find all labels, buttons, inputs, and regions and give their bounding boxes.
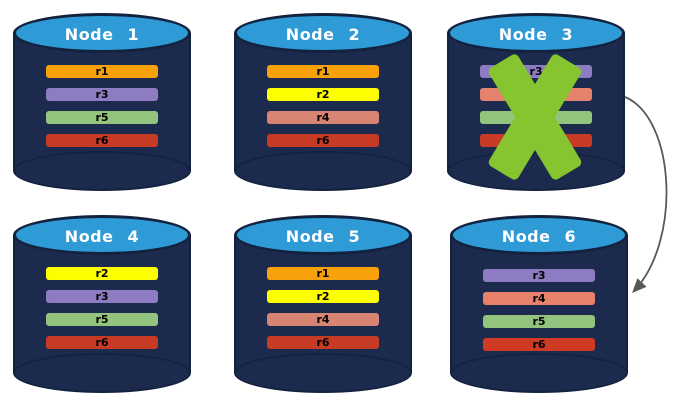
replica-bar: r3: [46, 290, 158, 303]
cylinder-top-face: Node 2: [234, 13, 412, 53]
replica-bar: r5: [483, 315, 595, 328]
replica-label: r4: [316, 313, 330, 326]
replica-bar: r2: [267, 290, 379, 303]
replica-label: r2: [316, 88, 330, 101]
replica-bar: r3: [46, 88, 158, 101]
cylinder-top-face: Node 5: [234, 215, 412, 255]
replica-bar: r6: [46, 134, 158, 147]
node-4: Node 4 r2 r3 r5 r6: [13, 215, 191, 393]
failover-arrow-path: [624, 96, 668, 293]
node-label: Node 5: [285, 226, 361, 246]
replica-bar: r6: [46, 336, 158, 349]
replica-label: r1: [316, 267, 330, 280]
replica-bar: r1: [267, 267, 379, 280]
replica-label: r5: [532, 315, 546, 328]
replica-label: r3: [95, 88, 109, 101]
replica-label: r6: [95, 134, 109, 147]
node-6: Node 6 r3 r4 r5 r6: [450, 215, 628, 393]
cylinder-bottom-face: [447, 151, 625, 191]
replica-label: r1: [95, 65, 109, 78]
node-label: Node 6: [501, 226, 577, 246]
replica-bar: r2: [46, 267, 158, 280]
replica-label: r6: [532, 338, 546, 351]
replica-bar: r6: [267, 134, 379, 147]
cylinder-body: [234, 235, 412, 373]
cylinder-body: [234, 33, 412, 171]
replica-bar: r6: [483, 338, 595, 351]
replica-bar: r4: [267, 111, 379, 124]
replica-label: r6: [316, 134, 330, 147]
replica-bar: r6: [267, 336, 379, 349]
node-1: Node 1 r1 r3 r5 r6: [13, 13, 191, 191]
node-label: Node 2: [285, 24, 361, 44]
replica-bar: r3: [483, 269, 595, 282]
cylinder-bottom-face: [234, 151, 412, 191]
cylinder-bottom-face: [450, 353, 628, 393]
replica-label: r4: [316, 111, 330, 124]
replica-bar: r2: [267, 88, 379, 101]
cylinder-top-face: Node 6: [450, 215, 628, 255]
replica-bar: r4: [267, 313, 379, 326]
replica-bar: r1: [267, 65, 379, 78]
node-label: Node 4: [64, 226, 140, 246]
replica-bar: r1: [46, 65, 158, 78]
node-label: Node 3: [498, 24, 574, 44]
replica-label: r2: [95, 267, 109, 280]
replica-label: r1: [316, 65, 330, 78]
cylinder-top-face: Node 3: [447, 13, 625, 53]
replica-label: r5: [95, 111, 109, 124]
cylinder-bottom-face: [13, 151, 191, 191]
node-label: Node 1: [64, 24, 140, 44]
node-3: Node 3 r3 r4 r5 r6: [447, 13, 625, 191]
replica-label: r3: [532, 269, 546, 282]
replica-label: r2: [316, 290, 330, 303]
cylinder-bottom-face: [13, 353, 191, 393]
cylinder-top-face: Node 4: [13, 215, 191, 255]
replica-label: r5: [95, 313, 109, 326]
replica-bar: r5: [46, 111, 158, 124]
replica-bar: r4: [483, 292, 595, 305]
replica-bar: r5: [46, 313, 158, 326]
replica-label: r3: [95, 290, 109, 303]
replica-label: r6: [95, 336, 109, 349]
replica-label: r6: [316, 336, 330, 349]
cylinder-body: [13, 235, 191, 373]
cylinder-bottom-face: [234, 353, 412, 393]
cylinder-body: [13, 33, 191, 171]
cylinder-top-face: Node 1: [13, 13, 191, 53]
replica-label: r4: [532, 292, 546, 305]
failed-node-x-icon: [447, 13, 625, 191]
node-5: Node 5 r1 r2 r4 r6: [234, 215, 412, 393]
node-2: Node 2 r1 r2 r4 r6: [234, 13, 412, 191]
